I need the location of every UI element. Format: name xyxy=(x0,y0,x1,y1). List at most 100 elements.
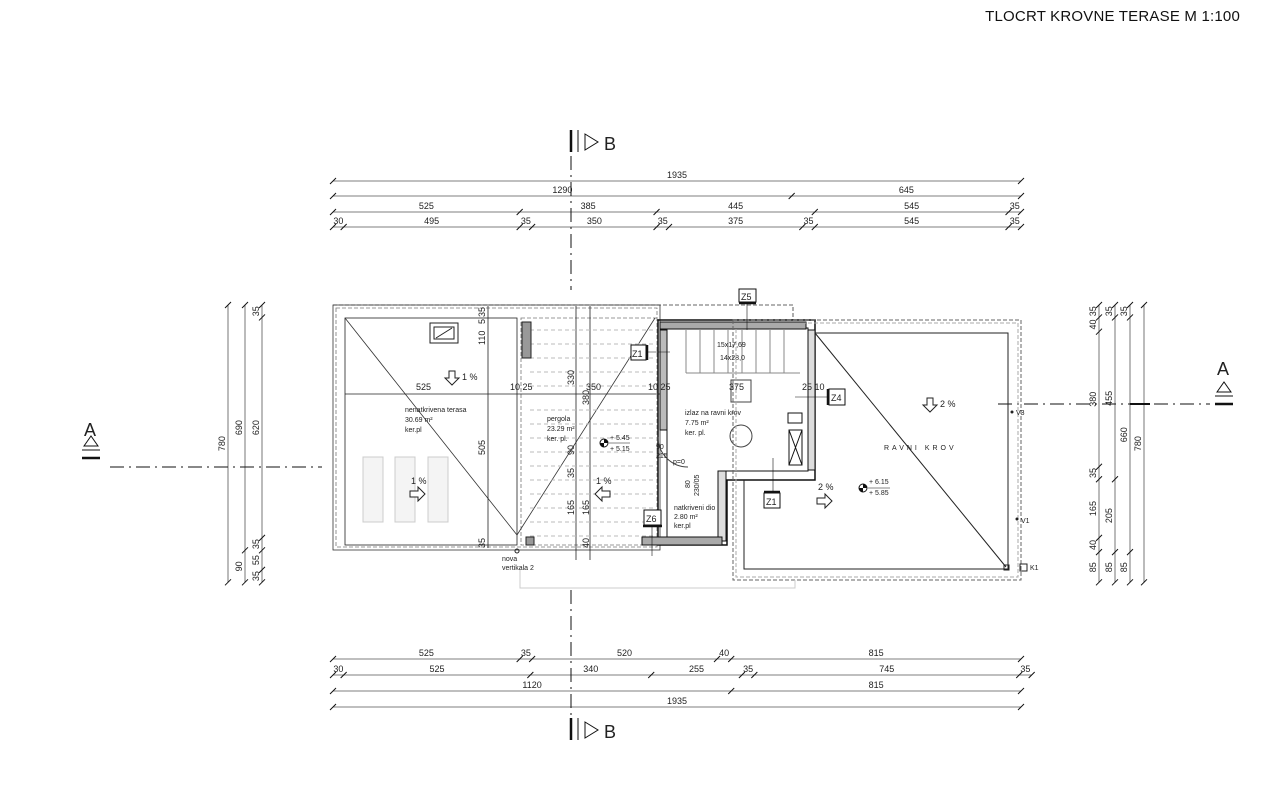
slope-roof-2: 2 % xyxy=(818,482,834,492)
dim-35-mid: 35 xyxy=(566,468,576,478)
pipe-label-v1: V1 xyxy=(1021,518,1030,525)
dimension-tick xyxy=(1095,578,1103,586)
dimension-label: 35 xyxy=(521,648,531,658)
arrow-down-icon xyxy=(921,397,939,413)
dimension-label: 645 xyxy=(899,185,914,195)
dimension-label: 30 xyxy=(333,216,343,226)
dimension-label: 35 xyxy=(743,664,753,674)
window-height: 230/05 xyxy=(694,474,701,496)
pipe-v3-icon xyxy=(1010,410,1014,414)
dimension-label: 40 xyxy=(1088,320,1098,330)
dimension-tick xyxy=(1017,192,1025,200)
dim-375: 375 xyxy=(729,382,744,392)
dimension-label: 690 xyxy=(234,420,244,435)
dimension-tick xyxy=(528,223,536,231)
room-name-stair-exit: izlaz na ravni krov xyxy=(685,410,742,417)
dimension-tick xyxy=(1126,548,1134,556)
level-roof-bottom: + 5.85 xyxy=(869,490,889,497)
dimension-tick xyxy=(1140,578,1148,586)
dimension-tick xyxy=(258,314,266,321)
section-label-a-left: A xyxy=(84,420,96,440)
dim-5: 5 xyxy=(477,319,487,324)
room-name-pergola: pergola xyxy=(547,416,570,423)
dimension-tick xyxy=(1126,301,1134,309)
window-width: 80 xyxy=(685,480,692,488)
dim-40: 40 xyxy=(581,538,591,548)
dim-505: 505 xyxy=(477,440,487,455)
dimension-tick xyxy=(665,223,673,231)
dimension-label: 745 xyxy=(879,664,894,674)
pergola-column xyxy=(521,321,532,359)
roof-edge-line xyxy=(519,570,796,589)
slope-roof-1: 2 % xyxy=(940,399,956,409)
dimension-label: 90 xyxy=(234,561,244,571)
dimension-label: 85 xyxy=(1119,562,1129,572)
dimension-tick xyxy=(516,208,524,216)
pergola-column xyxy=(525,536,535,546)
slope-terrace-2: 1 % xyxy=(411,476,427,486)
dim-380: 380 xyxy=(581,390,591,405)
room-floor-terrace: ker.pl xyxy=(405,427,422,434)
dimension-label: 375 xyxy=(728,216,743,226)
dimension-label: 35 xyxy=(1088,468,1098,478)
pipe-v1-icon xyxy=(1015,517,1019,521)
dimension-tick xyxy=(727,687,735,695)
dimension-label: 35 xyxy=(251,571,261,581)
arrow-left-icon xyxy=(594,485,611,503)
dimension-tick xyxy=(258,534,266,542)
dimension-tick xyxy=(241,578,249,586)
dimension-tick xyxy=(258,546,266,554)
dimension-tick xyxy=(1017,208,1025,216)
dimension-tick xyxy=(224,301,232,309)
dimension-label: 1935 xyxy=(667,170,687,180)
arrow-right-icon xyxy=(816,492,833,510)
room-area-stair-exit: 7.75 m² xyxy=(685,420,709,427)
dimension-tick xyxy=(1111,314,1119,321)
slope-pergola: 1 % xyxy=(596,476,612,486)
dimension-tick xyxy=(727,655,735,663)
dimension-tick xyxy=(1005,208,1012,216)
dimension-label: 35 xyxy=(1119,306,1129,316)
dimension-label: 445 xyxy=(728,201,743,211)
dim-35-bottom: 35 xyxy=(477,538,487,548)
dimension-label: 660 xyxy=(1119,427,1129,442)
section-axis-a xyxy=(82,381,1233,468)
dimension-tick xyxy=(750,671,758,679)
dimension-tick xyxy=(647,671,655,679)
dimension-label: 815 xyxy=(869,648,884,658)
room-area-terrace: 30.69 m² xyxy=(405,417,433,424)
dimension-tick xyxy=(1017,703,1025,711)
dimension-tick xyxy=(788,192,796,200)
dimension-label: 85 xyxy=(1088,562,1098,572)
dimension-label: 35 xyxy=(658,216,668,226)
dimension-label: 35 xyxy=(521,216,531,226)
dimension-label: 520 xyxy=(617,648,632,658)
dimension-tick xyxy=(738,671,746,679)
dimension-label: 525 xyxy=(419,201,434,211)
section-label-b-bottom: B xyxy=(604,722,616,742)
dimension-label: 620 xyxy=(251,420,261,435)
dimension-tick xyxy=(1140,301,1148,309)
door-height: 215 xyxy=(656,453,668,460)
dimension-tick xyxy=(528,655,536,663)
dimension-tick xyxy=(1028,671,1036,679)
door-threshold: p=0 xyxy=(673,459,685,466)
dim-10-25-right: 10 25 xyxy=(648,382,671,392)
level-marker-icon xyxy=(599,438,630,448)
dim-110: 110 xyxy=(477,331,487,345)
dimension-tick xyxy=(329,703,337,711)
section-axis-b xyxy=(569,130,599,740)
level-pergola-bottom: + 5.15 xyxy=(610,446,630,453)
dimension-tick xyxy=(653,208,660,216)
tag-z1-bottom: Z1 xyxy=(766,497,777,507)
dimension-tick xyxy=(1111,475,1119,483)
dimension-tick xyxy=(526,671,534,679)
tag-z5: Z5 xyxy=(741,292,752,302)
dimension-label: 55 xyxy=(251,555,261,565)
stair-spec-risers: 15x17,69 xyxy=(717,342,746,349)
dimension-tick xyxy=(1111,301,1119,309)
dimension-label: 205 xyxy=(1104,508,1114,523)
sunbed-icons xyxy=(362,456,449,523)
